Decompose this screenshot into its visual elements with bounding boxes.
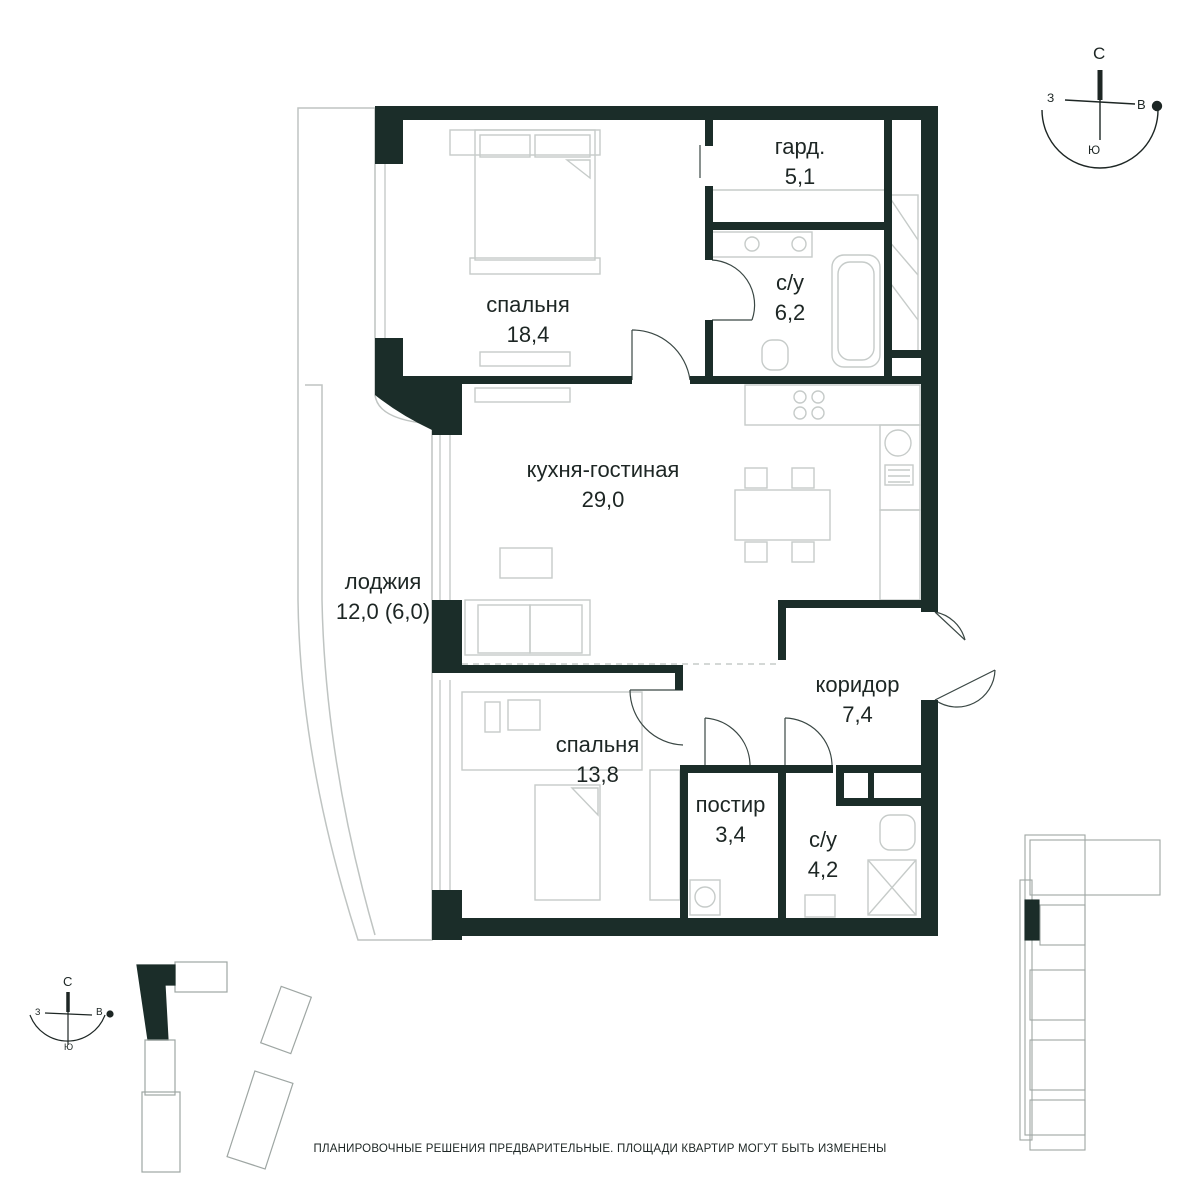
compass-small-north: С [63, 974, 73, 989]
compass-main-south: Ю [1088, 143, 1101, 157]
building-plan [1019, 834, 1161, 1151]
compass-main-east: В [1137, 97, 1146, 112]
room-area: 4,2 [807, 857, 839, 882]
room-name: спальня [486, 292, 570, 317]
room-label-bathroom1: с/у 6,2 [740, 268, 840, 328]
loggia-outline [297, 107, 433, 941]
room-area: 7,4 [842, 702, 873, 727]
room-label-corridor: коридор 7,4 [795, 670, 920, 730]
room-label-bedroom1: спальня 18,4 [458, 290, 598, 350]
room-name: лоджия [344, 569, 422, 594]
room-area: 5,1 [784, 164, 816, 189]
room-name: постир [695, 792, 766, 817]
compass-main-west: З [1047, 91, 1055, 105]
room-label-storage: постир 3,4 [678, 790, 783, 850]
room-area: 3,4 [715, 822, 746, 847]
room-name: с/у [775, 270, 805, 295]
disclaimer-text: ПЛАНИРОВОЧНЫЕ РЕШЕНИЯ ПРЕДВАРИТЕЛЬНЫЕ. П… [313, 1143, 887, 1155]
room-area: 29,0 [581, 487, 625, 512]
room-name: спальня [555, 732, 640, 757]
room-label-wardrobe: гард. 5,1 [740, 132, 860, 192]
room-area: 13,8 [576, 762, 619, 787]
room-label-loggia: лоджия 12,0 (6,0) [328, 567, 438, 627]
compass-main [1041, 70, 1163, 169]
room-area: 18,4 [506, 322, 550, 347]
room-name: коридор [815, 672, 900, 697]
room-name: кухня-гостиная [526, 457, 680, 482]
compass-small [29, 992, 114, 1045]
site-plan [136, 961, 313, 1173]
room-name: с/у [808, 827, 838, 852]
room-label-bedroom2: спальня 13,8 [535, 730, 660, 790]
compass-small-west: З [35, 1007, 41, 1017]
room-label-kitchen-living: кухня-гостиная 29,0 [498, 455, 708, 515]
compass-small-south: Ю [64, 1042, 74, 1052]
room-label-bathroom2: с/у 4,2 [778, 825, 868, 885]
room-name: гард. [774, 134, 826, 159]
compass-main-north: С [1093, 44, 1106, 63]
walls [375, 106, 938, 940]
room-area: 6,2 [774, 300, 806, 325]
door-swings [629, 145, 996, 766]
compass-small-east: В [96, 1007, 103, 1018]
room-area: 12,0 (6,0) [335, 599, 431, 624]
